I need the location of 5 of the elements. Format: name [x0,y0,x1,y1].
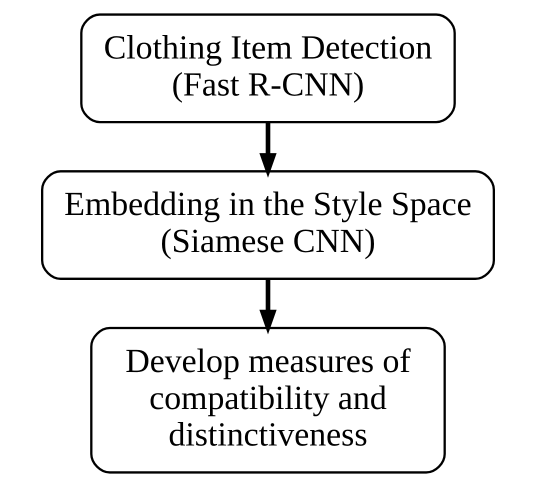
node-box: Develop measures of compatibility and distinctiveness [90,326,446,474]
node-box: Clothing Item Detection (Fast R-CNN) [80,13,456,124]
arrow [258,279,276,334]
node-box: Embedding in the Style Space (Siamese CNN) [40,170,494,280]
arrow [258,122,276,178]
